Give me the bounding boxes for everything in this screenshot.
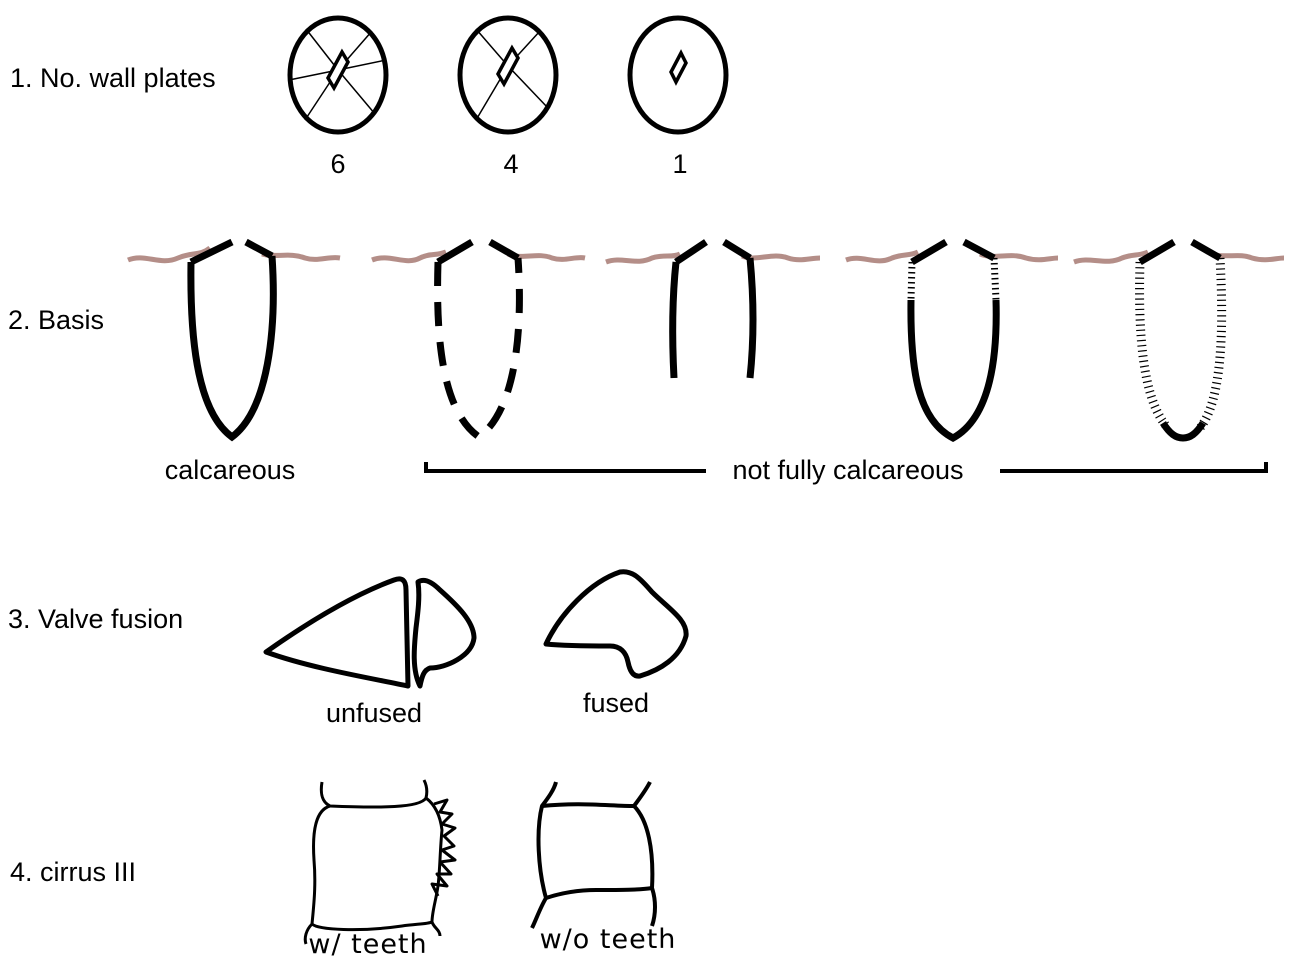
cirrus-without-teeth-label: w/o teeth (540, 926, 677, 953)
cirrus-with-teeth-figure (305, 780, 455, 944)
cirrus-without-teeth-figure (532, 782, 655, 928)
cirrus-with-teeth-label: w/ teeth (308, 931, 427, 958)
